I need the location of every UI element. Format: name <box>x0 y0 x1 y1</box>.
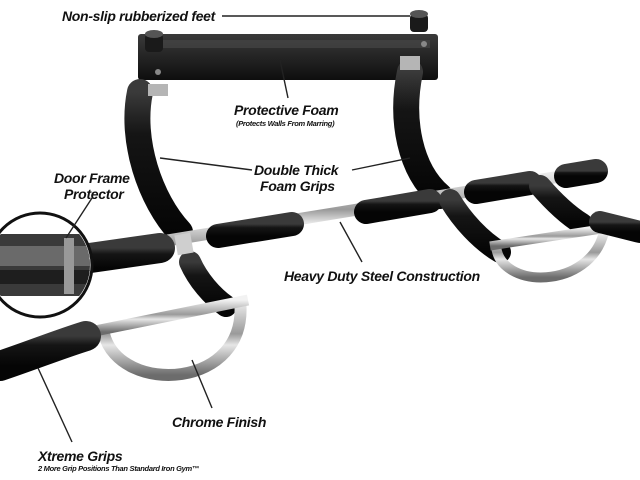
foam-grip-left-arm <box>124 79 193 245</box>
label-foam-grips-line2: Foam Grips <box>260 178 335 194</box>
rubber-foot-right <box>410 10 428 32</box>
left-xtreme-grip <box>0 321 101 381</box>
label-xtreme-grips-note: 2 More Grip Positions Than Standard Iron… <box>38 464 200 473</box>
label-door-frame-line2: Protector <box>64 186 124 202</box>
label-non-slip-feet: Non-slip rubberized feet <box>62 8 216 24</box>
left-chrome-crossbar <box>88 294 250 338</box>
frame-bolt-left <box>155 69 161 75</box>
label-chrome-finish: Chrome Finish <box>172 414 267 430</box>
center-foam-grip <box>206 212 304 248</box>
label-foam-grips-line1: Double Thick <box>254 162 339 178</box>
leader-grips-right <box>351 157 411 171</box>
right-chrome-handle <box>491 230 609 283</box>
left-chrome-handle <box>98 299 247 381</box>
leader-protective-foam <box>279 59 289 99</box>
label-protective-foam: Protective Foam <box>234 102 339 118</box>
left-lower-arm <box>179 251 237 317</box>
leader-chrome <box>191 359 213 409</box>
leader-door-frame <box>65 197 93 239</box>
right-chrome-crossbar <box>489 223 609 251</box>
foam-grip-right-arm <box>393 59 453 209</box>
center-right-foam-grip <box>354 189 442 224</box>
right-end-cap <box>554 159 608 188</box>
label-heavy-duty-steel: Heavy Duty Steel Construction <box>284 268 480 284</box>
leader-steel <box>339 221 363 263</box>
leader-lines <box>37 15 411 443</box>
right-xtreme-grip <box>589 211 640 243</box>
leader-grips-left <box>159 157 253 171</box>
leader-xtreme <box>37 367 73 443</box>
door-frame-protector-detail <box>0 211 94 319</box>
rubber-foot-left <box>145 30 163 52</box>
frame-bolt-right <box>421 41 427 47</box>
label-protective-foam-note: (Protects Walls From Marring) <box>236 119 335 128</box>
right-lower-arm-2 <box>529 175 593 235</box>
label-door-frame-line1: Door Frame <box>54 170 130 186</box>
label-xtreme-grips: Xtreme Grips <box>38 448 123 464</box>
right-foam-grip <box>464 171 542 204</box>
